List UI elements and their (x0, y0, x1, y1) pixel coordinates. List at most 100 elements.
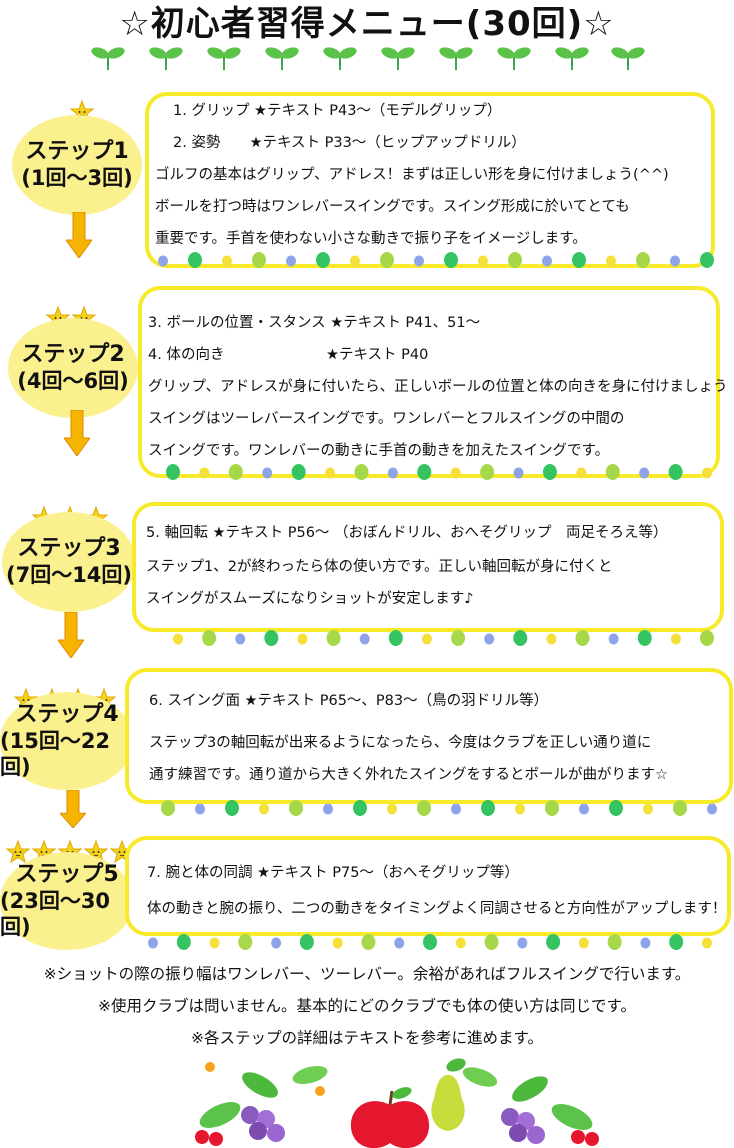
leaves (199, 1065, 593, 1130)
decor-dot (158, 255, 168, 267)
decor-dot (700, 252, 714, 268)
down-arrow-icon (66, 212, 92, 258)
step1-range: (1回〜3回) (21, 166, 133, 190)
step3-box: 5. 軸回転 ★テキスト P56〜 （おぼんドリル、おへそグリップ 両足そろえ等… (132, 502, 724, 632)
decor-dot (414, 255, 424, 267)
sprout-icon (204, 44, 244, 70)
decor-dot (188, 252, 202, 268)
decor-dot (350, 255, 360, 267)
decor-dot (235, 633, 246, 645)
decor-dot (670, 255, 680, 267)
step5-circle: ステップ5 (23回〜30回) (0, 852, 134, 950)
step3-range: (7回〜14回) (5, 563, 133, 587)
decor-dot (702, 937, 712, 949)
sprout-icon (494, 44, 534, 70)
step5-box: 7. 腕と体の同調 ★テキスト P75〜（おへそグリップ等） 体の動きと腕の振り… (125, 836, 731, 936)
decor-dot (286, 255, 296, 267)
sprout-row (88, 44, 648, 70)
step1-line-4: ボールを打つ時はワンレバースイングです。スイング形成に於いてとても (155, 199, 630, 215)
down-arrow-icon (64, 410, 90, 456)
decor-dot (417, 464, 432, 480)
step2-dot-border (166, 464, 712, 480)
note-2: ※使用クラブは問いません。基本的にどのクラブでも体の使い方は同じです。 (98, 997, 636, 1015)
decor-dot (607, 934, 622, 950)
decor-dot (576, 467, 587, 479)
step1-line-3: ゴルフの基本はグリップ、アドレス！まずは正しい形を身に付けましょう(^^) (155, 167, 669, 183)
decor-dot (166, 464, 180, 480)
step4-circle: ステップ4 (15回〜22回) (0, 692, 134, 790)
step2-range: (4回〜6回) (17, 369, 129, 393)
cherries (195, 1130, 599, 1146)
step1-line-1: 1. グリップ ★テキスト P43〜（モデルグリップ） (173, 103, 502, 119)
decor-dot (546, 633, 557, 645)
decor-dot (572, 252, 586, 268)
decor-dot (575, 630, 590, 646)
note-3: ※各ステップの詳細はテキストを参考に進めます。 (191, 1029, 543, 1047)
decor-dot (484, 934, 499, 950)
down-arrow-icon (60, 790, 86, 828)
step5-dot-border (148, 934, 712, 950)
decor-dot (271, 937, 282, 949)
decor-dot (176, 934, 191, 950)
page-title: ☆初心者習得メニュー(30回)☆ (119, 4, 615, 44)
decor-dot (388, 630, 403, 646)
decor-dot (326, 630, 341, 646)
decor-dot (542, 255, 552, 267)
step5-range: (23回〜30回) (0, 889, 111, 939)
decor-dot (513, 467, 524, 479)
decor-dot (609, 800, 623, 816)
decor-dot (323, 803, 333, 815)
step5-name: ステップ5 (15, 862, 119, 887)
sprout-icon (320, 44, 360, 70)
sprout-icon (608, 44, 648, 70)
decor-dot (202, 630, 217, 646)
step1-name: ステップ1 (25, 139, 129, 164)
decor-dot (353, 800, 367, 816)
decor-dot (199, 467, 210, 479)
decor-dot (478, 255, 488, 267)
step1-line-5: 重要です。手首を使わない小さな動きで振り子をイメージします。 (155, 231, 587, 247)
decor-dot (673, 800, 687, 816)
step4-line-1: 6. スイング面 ★テキスト P65〜、P83〜（鳥の羽ドリル等） (149, 693, 549, 709)
decor-dot (289, 800, 303, 816)
decor-dot (291, 464, 306, 480)
step2-circle: ステップ2 (4回〜6回) (8, 318, 138, 418)
step2-line-1: 3. ボールの位置・スタンス ★テキスト P41、51〜 (148, 315, 481, 331)
decor-dot (643, 803, 653, 815)
step4-name: ステップ4 (15, 702, 119, 727)
step2-line-2: 4. 体の向き ★テキスト P40 (148, 347, 429, 363)
step4-line-3: 通す練習です。通り道から大きく外れたスイングをするとボールが曲がります☆ (149, 767, 669, 783)
step3-line-1: 5. 軸回転 ★テキスト P56〜 （おぼんドリル、おへそグリップ 両足そろえ等… (146, 525, 668, 541)
step1-line-2: 2. 姿勢 ★テキスト P33〜（ヒップアップドリル） (173, 135, 526, 151)
pear-icon (431, 1058, 466, 1131)
decor-dot (195, 803, 205, 815)
step3-circle: ステップ3 (7回〜14回) (2, 512, 136, 612)
step4-line-2: ステップ3の軸回転が出来るようになったら、今度はクラブを正しい通り道に (149, 735, 652, 751)
decor-dot (161, 800, 175, 816)
step4-box: 6. スイング面 ★テキスト P65〜、P83〜（鳥の羽ドリル等） ステップ3の… (125, 668, 733, 804)
step2-line-3: グリップ、アドレスが身に付いたら、正しいボールの位置と体の向きを身に付けましょう (148, 379, 728, 395)
step2-name: ステップ2 (21, 342, 125, 367)
sprout-icon (436, 44, 476, 70)
sprout-icon (552, 44, 592, 70)
step3-dot-border (173, 630, 714, 646)
decor-dot (173, 633, 183, 645)
decor-dot (481, 800, 495, 816)
decor-dot (517, 937, 528, 949)
decor-dot (209, 937, 220, 949)
decor-dot (636, 252, 650, 268)
decor-dot (606, 255, 616, 267)
decor-dot (444, 252, 458, 268)
step4-range: (15回〜22回) (0, 729, 111, 779)
step3-line-3: スイングがスムーズになりショットが安定します♪ (146, 591, 474, 607)
decor-dot (546, 934, 561, 950)
decor-dot (669, 934, 684, 950)
decor-dot (228, 464, 243, 480)
decor-dot (515, 803, 525, 815)
decor-dot (262, 467, 273, 479)
decor-dot (299, 934, 314, 950)
decor-dot (637, 630, 652, 646)
decor-dot (259, 803, 269, 815)
decor-dot (325, 467, 336, 479)
sprout-icon (262, 44, 302, 70)
